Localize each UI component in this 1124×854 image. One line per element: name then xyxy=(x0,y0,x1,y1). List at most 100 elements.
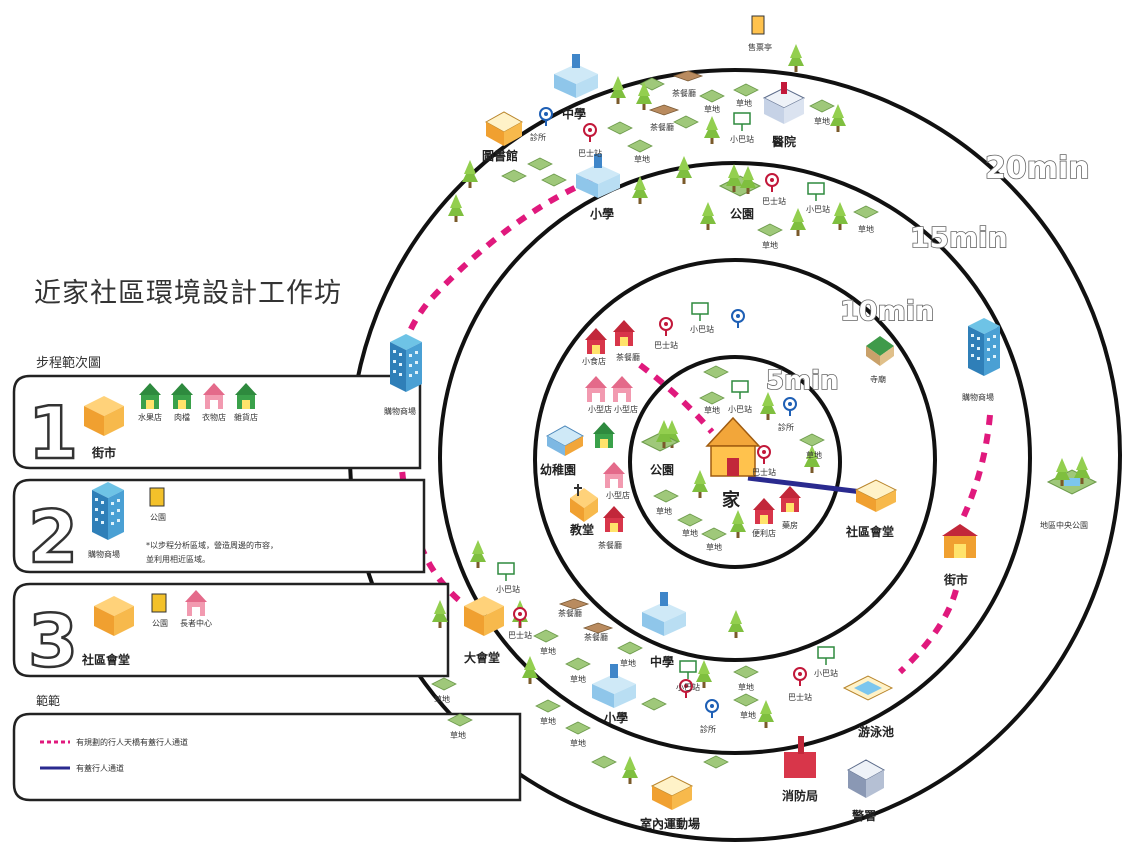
lawn-icon xyxy=(733,83,759,97)
place-primary-15: 小學 xyxy=(590,206,614,221)
lawn-icon xyxy=(431,677,457,691)
label-grass: 草地 xyxy=(620,658,636,668)
label-minibus: 小巴站 xyxy=(814,668,838,678)
place-primary-bottom: 小學 xyxy=(604,710,628,725)
place-big-hall: 大會堂 xyxy=(464,650,500,665)
place-home: 家 xyxy=(722,489,741,511)
cafe-icon xyxy=(603,506,625,532)
label-grass: 草地 xyxy=(656,506,672,516)
label-stop: 巴士站 xyxy=(788,692,812,702)
minibus-stop-icon xyxy=(807,182,825,202)
step-2-note-2: 並利用相近區域。 xyxy=(146,554,210,564)
label-stop: 巴士站 xyxy=(578,148,602,158)
step-number-1: 1 xyxy=(28,391,78,475)
label-cafe: 茶餐廳 xyxy=(584,632,608,642)
lawn-icon xyxy=(853,205,879,219)
label-grass: 草地 xyxy=(540,646,556,656)
tree-icon xyxy=(730,510,746,538)
bus-stop-pin-icon xyxy=(583,123,597,143)
label-grass: 草地 xyxy=(450,730,466,740)
lawn-icon xyxy=(565,721,591,735)
lawn-icon xyxy=(535,699,561,713)
lawn-icon xyxy=(565,657,591,671)
park-center-icon xyxy=(640,420,680,452)
tree-icon xyxy=(700,202,716,230)
bench-icon xyxy=(559,598,589,610)
label-pharm: 藥房 xyxy=(782,520,798,530)
lawn-icon xyxy=(627,139,653,153)
toilet-icon xyxy=(149,487,165,507)
label-grass: 草地 xyxy=(858,224,874,234)
shop-icon xyxy=(611,376,633,402)
kindergarten-icon xyxy=(545,425,585,456)
lawn-icon xyxy=(703,365,729,379)
lawn-icon xyxy=(733,693,759,707)
label-grass: 草地 xyxy=(434,694,450,704)
step-1-item-3: 衣物店 xyxy=(202,412,226,422)
home-icon xyxy=(705,416,761,477)
library-icon xyxy=(484,111,524,146)
tree-icon xyxy=(760,392,776,420)
label-clinic: 診所 xyxy=(700,724,716,734)
legend-solid-label: 有蓋行人通道 xyxy=(76,763,124,773)
label-clinic: 診所 xyxy=(530,132,546,142)
minibus-stop-icon xyxy=(733,112,751,132)
label-stop: 巴士站 xyxy=(752,467,776,477)
place-middle-20-top: 中學 xyxy=(562,106,586,121)
place-kindergarten: 幼稚園 xyxy=(540,462,576,477)
solid-route-center xyxy=(747,475,863,495)
ring-label-15min: 15min xyxy=(910,221,1008,254)
place-temple: 寺廟 xyxy=(870,374,886,384)
place-sports-centre: 室內運動場 xyxy=(640,816,700,831)
place-park-15: 公園 xyxy=(730,207,754,221)
label-grass: 草地 xyxy=(570,738,586,748)
market-stall-icon xyxy=(593,422,615,448)
minibus-stop-icon xyxy=(691,302,709,322)
lawn-icon xyxy=(591,755,617,769)
step-number-3: 3 xyxy=(28,599,78,683)
step-3-main-label: 社區會堂 xyxy=(81,652,130,667)
step-1-main-label: 街市 xyxy=(91,445,116,460)
step-number-2: 2 xyxy=(28,495,78,579)
step-3-item-1: 公園 xyxy=(152,619,168,628)
ring-15min xyxy=(438,161,1032,755)
lawn-icon xyxy=(607,121,633,135)
lawn-icon xyxy=(733,665,759,679)
lawn-icon xyxy=(799,433,825,447)
label-minibus: 小巴站 xyxy=(496,584,520,594)
tree-icon xyxy=(790,208,806,236)
label-snack: 小食店 xyxy=(582,356,606,366)
shopping-mall-icon xyxy=(92,482,124,540)
lawn-icon xyxy=(699,391,725,405)
tree-icon xyxy=(758,700,774,728)
tree-icon xyxy=(676,156,692,184)
minibus-stop-icon xyxy=(731,380,749,400)
mall-left-icon xyxy=(390,334,422,392)
place-hospital: 醫院 xyxy=(772,134,796,149)
toilet-icon-3 xyxy=(151,593,167,613)
label-minibus: 小巴站 xyxy=(806,204,830,214)
clinic-pin-icon xyxy=(731,309,745,329)
label-grass: 草地 xyxy=(682,528,698,538)
sports-centre-icon xyxy=(650,775,694,810)
swimming-pool-icon xyxy=(842,675,894,701)
clinic-pin-icon xyxy=(783,397,797,417)
label-grass: 草地 xyxy=(540,716,556,726)
place-library: 圖書館 xyxy=(482,148,518,163)
ring-label-10min: 10min xyxy=(840,296,934,327)
lawn-icon xyxy=(757,223,783,237)
street-market-right-icon xyxy=(942,524,978,558)
bench-icon xyxy=(583,622,613,634)
bus-stop-pin-icon xyxy=(513,607,527,627)
step-1-item-2: 肉檔 xyxy=(174,412,190,422)
place-police: 警署 xyxy=(851,808,876,823)
tree-icon xyxy=(830,104,846,132)
place-park-center: 公園 xyxy=(650,463,674,477)
label-stop: 巴士站 xyxy=(508,630,532,640)
middle-school-top-icon xyxy=(554,54,598,98)
district-park-icon xyxy=(1046,456,1098,495)
shop-icon xyxy=(603,462,625,488)
ring-5min xyxy=(628,355,842,569)
label-cafe: 茶餐廳 xyxy=(672,88,696,98)
lawn-icon xyxy=(653,489,679,503)
